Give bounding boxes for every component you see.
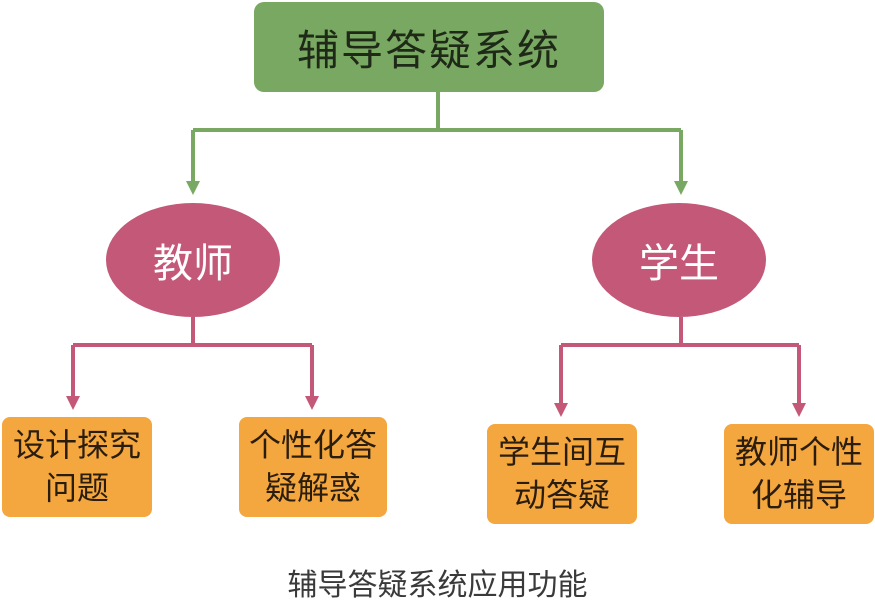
leaf-node-label: 学生间互动答疑 [497,432,626,514]
leaf-node-label: 教师个性化辅导 [734,432,863,514]
student-node: 学生 [592,203,766,317]
leaf-node-personalized-answering: 个性化答疑解惑 [239,417,387,517]
root-connector [186,92,688,195]
root-node-label: 辅导答疑系统 [296,25,561,75]
diagram-caption: 辅导答疑系统应用功能 [287,568,588,603]
leaf-node-label: 设计探究问题 [12,425,141,507]
teacher-node-label: 教师 [153,241,233,287]
student-connector [554,317,806,417]
leaf-node-peer-interaction: 学生间互动答疑 [487,424,637,524]
teacher-node: 教师 [106,203,280,317]
student-node-label: 学生 [639,241,719,287]
root-node: 辅导答疑系统 [254,2,604,92]
leaf-node-teacher-tutoring: 教师个性化辅导 [724,424,874,524]
leaf-node-label: 个性化答疑解惑 [248,425,377,507]
leaf-node-design-inquiry: 设计探究问题 [2,417,152,517]
teacher-connector [66,317,319,410]
